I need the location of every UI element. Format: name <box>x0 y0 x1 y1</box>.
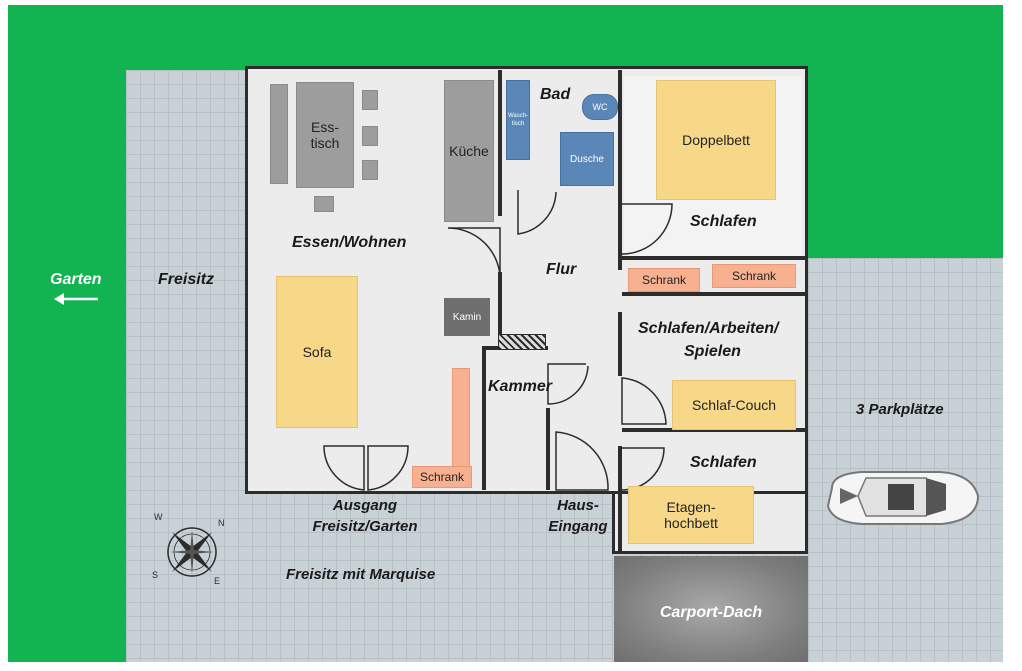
wall <box>498 70 502 216</box>
door-swing <box>621 447 665 491</box>
door-swing <box>547 363 589 405</box>
chair <box>314 196 334 212</box>
compass-n: N <box>218 518 225 528</box>
bunk-bed: Etagen- hochbett <box>628 486 754 544</box>
washbasin-label-1: Wasch- <box>507 113 529 119</box>
chimney-hatch <box>498 334 546 350</box>
chair <box>362 126 378 146</box>
shower: Dusche <box>560 132 614 186</box>
washbasin: Wasch- tisch <box>506 80 530 160</box>
terrace-label: Freisitz <box>158 271 215 288</box>
wardrobe-left: Schrank <box>628 268 700 292</box>
wardrobe-right-label: Schrank <box>731 269 777 283</box>
wall <box>618 446 622 554</box>
wall <box>618 312 622 376</box>
door-swing <box>555 431 609 491</box>
room-label-living-dining: Essen/Wohnen <box>292 234 407 251</box>
door-swing <box>447 227 501 277</box>
wall <box>622 428 806 432</box>
living-wardrobe-column <box>452 368 470 472</box>
double-bed-label: Doppelbett <box>682 132 750 148</box>
wall <box>622 292 806 296</box>
wall <box>482 346 486 490</box>
sofa-bed: Schlaf-Couch <box>672 380 796 430</box>
fireplace-label: Kamin <box>452 311 482 323</box>
compass-e: E <box>214 576 221 586</box>
carport-label: Carport-Dach <box>659 604 763 621</box>
wall <box>618 70 622 270</box>
covered-terrace-label: Freisitz mit Marquise <box>286 566 436 583</box>
room-label-bedroom-1: Schlafen <box>690 213 757 230</box>
kitchen-label: Küche <box>449 143 489 159</box>
compass-s: S <box>152 570 159 580</box>
entrance-label-1: Haus- <box>557 497 599 514</box>
entrance-label-2: Eingang <box>548 518 608 535</box>
sofa-label: Sofa <box>302 344 332 360</box>
parking-label: 3 Parkplätze <box>856 401 944 418</box>
compass-icon <box>167 527 217 577</box>
wardrobe-left-label: Schrank <box>641 273 687 287</box>
living-wardrobe: Schrank <box>412 466 472 488</box>
garden-label: Garten <box>50 271 102 288</box>
door-swing <box>517 190 557 235</box>
garden-exit-label-2: Freisitz/Garten <box>312 518 418 535</box>
double-bed: Doppelbett <box>656 80 776 200</box>
shower-label: Dusche <box>570 153 604 165</box>
dining-table-label-1: Ess- <box>311 119 339 135</box>
room-label-bedroom-3: Schlafen <box>690 454 757 471</box>
door-swing <box>621 377 667 425</box>
wall <box>546 408 550 490</box>
chair <box>362 160 378 180</box>
kitchen-counter: Küche <box>444 80 494 222</box>
room-label-bedroom-2-line2: Spielen <box>684 343 741 360</box>
room-label-storage: Kammer <box>488 378 553 395</box>
chair <box>362 90 378 110</box>
sofa: Sofa <box>276 276 358 428</box>
dining-table-label-2: tisch <box>310 135 340 151</box>
washbasin-label-2: tisch <box>511 121 525 127</box>
garden-exit-label-1: Ausgang <box>332 497 398 514</box>
car-icon <box>826 471 980 525</box>
toilet-label: WC <box>592 102 608 112</box>
living-wardrobe-label: Schrank <box>419 470 465 484</box>
room-label-bedroom-2-line1: Schlafen/Arbeiten/ <box>638 320 779 337</box>
compass-w: W <box>154 512 163 522</box>
room-label-hallway: Flur <box>546 261 577 278</box>
carport-roof <box>614 556 808 662</box>
door-swing <box>367 445 409 491</box>
fireplace: Kamin <box>444 298 490 336</box>
bunk-bed-label-1: Etagen- <box>666 499 716 515</box>
sofa-bed-label: Schlaf-Couch <box>691 397 777 413</box>
wall <box>498 272 502 334</box>
wardrobe-right: Schrank <box>712 264 796 288</box>
side-bench <box>270 84 288 184</box>
room-label-bathroom: Bad <box>540 86 571 103</box>
bunk-bed-label-2: hochbett <box>664 515 718 531</box>
dining-table: Ess- tisch <box>296 82 354 188</box>
wall <box>622 256 806 260</box>
door-swing <box>323 445 365 491</box>
arrow-left-icon <box>54 293 98 305</box>
toilet: WC <box>582 94 618 120</box>
door-swing <box>621 203 673 255</box>
